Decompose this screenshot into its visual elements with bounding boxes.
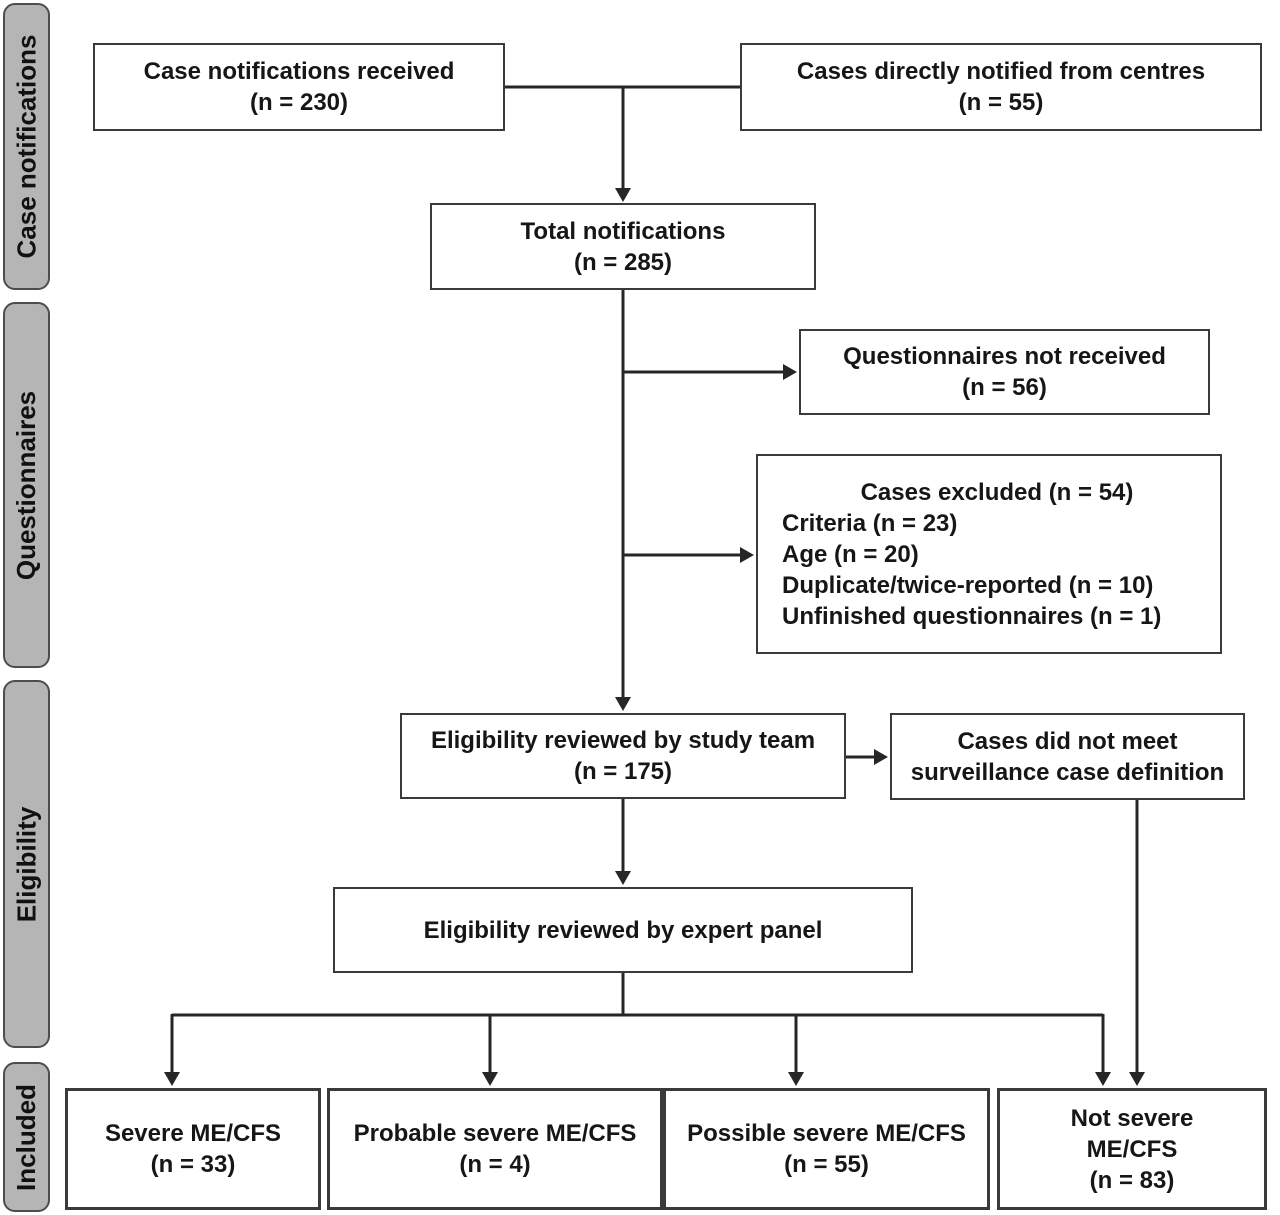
arrowhead-into-not-severe-right — [1129, 1072, 1145, 1086]
box-line: Severe ME/CFS — [104, 1120, 282, 1147]
box-questionnaires-not-received: Questionnaires not received (n = 56) — [799, 329, 1210, 415]
box-line: Cases directly notified from centres — [796, 58, 1206, 85]
box-count: (n = 83) — [1089, 1166, 1175, 1194]
box-did-not-meet-definition: Cases did not meet surveillance case def… — [890, 713, 1245, 800]
box-cases-excluded: Cases excluded (n = 54) Criteria (n = 23… — [756, 454, 1222, 654]
box-line: Cases did not meet — [957, 727, 1178, 755]
box-eligibility-study-team: Eligibility reviewed by study team (n = … — [400, 713, 846, 799]
box-item: Unfinished questionnaires (n = 1) — [782, 602, 1162, 630]
box-line: Probable severe ME/CFS — [353, 1120, 637, 1147]
box-item: Age (n = 20) — [782, 540, 919, 568]
arrowhead-into-study-team — [615, 697, 631, 711]
box-count: (n = 285) — [573, 248, 673, 276]
arrowheads — [164, 188, 1145, 1086]
box-total-notifications: Total notifications (n = 285) — [430, 203, 816, 290]
box-count: (n = 33) — [150, 1151, 236, 1178]
box-line: surveillance case definition — [910, 758, 1225, 786]
box-eligibility-expert-panel: Eligibility reviewed by expert panel — [333, 887, 913, 973]
arrowhead-into-probable — [482, 1072, 498, 1086]
stage-label-included: Included — [3, 1062, 50, 1212]
box-line: Case notifications received — [143, 58, 455, 85]
box-line: Eligibility reviewed by expert panel — [423, 916, 823, 944]
connector-lines — [170, 85, 1139, 1074]
box-item: Duplicate/twice-reported (n = 10) — [782, 571, 1154, 599]
arrowhead-into-not-meet — [874, 749, 888, 765]
box-count: (n = 56) — [962, 374, 1047, 401]
stage-label-text: Included — [11, 1083, 41, 1191]
stage-label-case-notifications: Case notifications — [3, 3, 50, 290]
box-line: Not severe — [1070, 1104, 1194, 1132]
stage-label-text: Eligibility — [11, 806, 42, 922]
box-count: (n = 230) — [249, 89, 349, 116]
box-probable-severe-mecfs: Probable severe ME/CFS (n = 4) — [327, 1088, 663, 1210]
box-title: Cases excluded (n = 54) — [860, 478, 1134, 506]
box-severe-mecfs: Severe ME/CFS (n = 33) — [65, 1088, 321, 1210]
box-line: Possible severe ME/CFS — [687, 1120, 966, 1147]
box-case-notifications-received: Case notifications received (n = 230) — [93, 43, 505, 131]
box-line: Eligibility reviewed by study team — [430, 727, 816, 754]
box-count: (n = 55) — [958, 89, 1044, 116]
arrowhead-into-possible — [788, 1072, 804, 1086]
arrowhead-into-expert-panel — [615, 871, 631, 885]
arrowhead-into-severe — [164, 1072, 180, 1086]
box-cases-directly-notified: Cases directly notified from centres (n … — [740, 43, 1262, 131]
box-not-severe-mecfs: Not severe ME/CFS (n = 83) — [997, 1088, 1267, 1210]
box-item: Criteria (n = 23) — [782, 509, 958, 537]
arrowhead-into-not-received — [783, 364, 797, 380]
box-count: (n = 175) — [573, 758, 673, 785]
stage-label-text: Questionnaires — [11, 390, 41, 580]
stage-label-eligibility: Eligibility — [3, 680, 50, 1048]
arrowhead-into-not-severe-left — [1095, 1072, 1111, 1086]
box-line: Total notifications — [520, 217, 726, 245]
arrowhead-into-excluded — [740, 547, 754, 563]
stage-label-questionnaires: Questionnaires — [3, 302, 50, 668]
box-possible-severe-mecfs: Possible severe ME/CFS (n = 55) — [663, 1088, 990, 1210]
stage-label-text: Case notifications — [11, 34, 41, 259]
box-line: ME/CFS — [1086, 1135, 1178, 1163]
box-line: Questionnaires not received — [843, 343, 1166, 370]
box-count: (n = 4) — [459, 1151, 531, 1178]
box-count: (n = 55) — [784, 1151, 869, 1178]
arrowhead-into-total — [615, 188, 631, 202]
